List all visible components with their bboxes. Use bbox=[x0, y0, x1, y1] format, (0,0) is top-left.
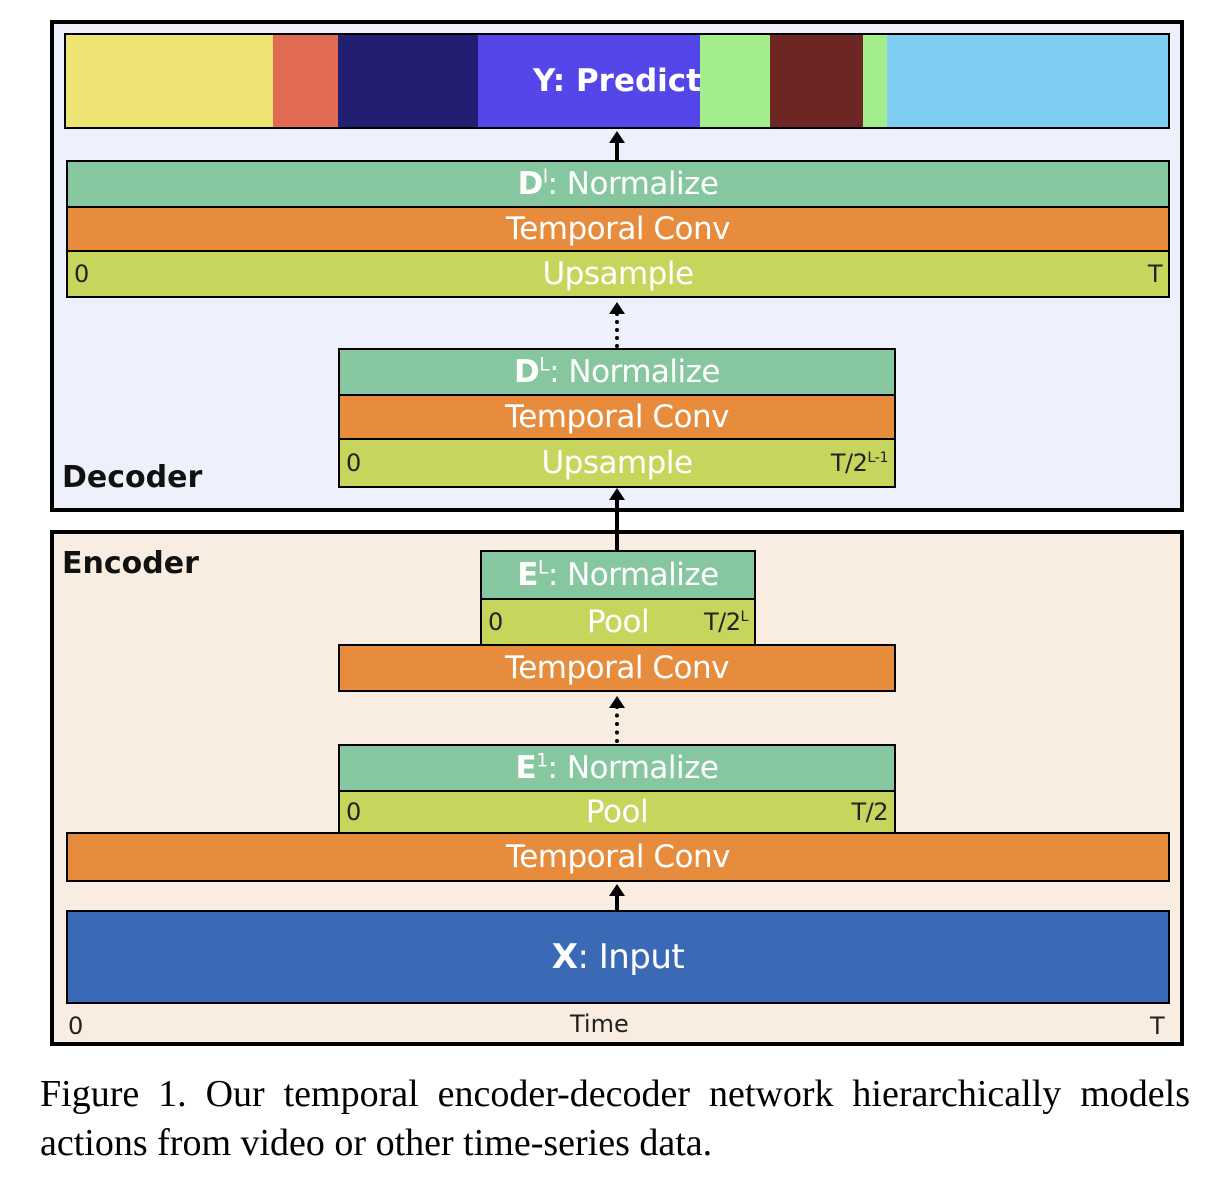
encoder-bottom-normalize: E1: Normalize bbox=[338, 744, 896, 792]
encoder-label: Encoder bbox=[62, 546, 199, 581]
arrow-head-e1-to-eL bbox=[609, 696, 625, 708]
decoder-top-temporal-conv: Temporal Conv bbox=[66, 206, 1170, 252]
encoder-bottom-pool: 0 Pool T/2 bbox=[338, 790, 896, 834]
time-axis-end: T bbox=[1150, 1012, 1165, 1040]
arrow-head-d1-to-predict bbox=[609, 131, 625, 143]
encoder-bottom-pool-label: Pool bbox=[585, 794, 649, 830]
prediction-segment bbox=[770, 35, 863, 127]
encoder-bottom-end: T/2 bbox=[851, 798, 888, 826]
encoder-bottom-start: 0 bbox=[346, 798, 361, 826]
arrow-d1-to-predict bbox=[615, 140, 619, 160]
dotted-arrow-dL-to-d1 bbox=[615, 312, 619, 348]
encoder-bottom-temporal-conv: Temporal Conv bbox=[66, 832, 1170, 882]
arrow-head-dL-to-d1 bbox=[609, 302, 625, 314]
encoder-top-pool: 0 Pool T/2L bbox=[480, 598, 756, 646]
decoder-bottom-upsample: 0 Upsample T/2L-1 bbox=[338, 438, 896, 488]
decoder-bottom-upsample-label: Upsample bbox=[541, 445, 693, 481]
input-block: X: Input bbox=[66, 910, 1170, 1004]
prediction-segment bbox=[862, 35, 887, 127]
arrow-head-eL-to-dL bbox=[609, 488, 625, 500]
prediction-segment bbox=[66, 35, 274, 127]
prediction-segment bbox=[699, 35, 771, 127]
decoder-top-start: 0 bbox=[74, 260, 89, 288]
prediction-label: Y: Predict bbox=[533, 63, 701, 99]
arrow-head-input-to-conv bbox=[609, 884, 625, 896]
encoder-top-temporal-conv: Temporal Conv bbox=[338, 644, 896, 692]
decoder-top-upsample-label: Upsample bbox=[542, 256, 694, 292]
time-axis-label: Time bbox=[570, 1010, 629, 1038]
prediction-segment bbox=[273, 35, 339, 127]
encoder-top-start: 0 bbox=[488, 608, 503, 636]
prediction-bar: Y: Predict bbox=[64, 33, 1170, 129]
prediction-segment bbox=[478, 35, 700, 127]
figure-caption: Figure 1. Our temporal encoder-decoder n… bbox=[40, 1073, 1190, 1164]
decoder-bottom-temporal-conv: Temporal Conv bbox=[338, 394, 896, 440]
prediction-segment bbox=[886, 35, 1168, 127]
encoder-top-normalize: EL: Normalize bbox=[480, 550, 756, 600]
decoder-label: Decoder bbox=[62, 460, 203, 495]
decoder-top-upsample: 0 Upsample T bbox=[66, 250, 1170, 298]
decoder-top-normalize: Dl: Normalize bbox=[66, 160, 1170, 208]
dotted-arrow-e1-to-eL bbox=[615, 705, 619, 743]
decoder-top-end: T bbox=[1147, 260, 1163, 288]
time-axis-start: 0 bbox=[68, 1012, 84, 1040]
decoder-bottom-normalize: DL: Normalize bbox=[338, 348, 896, 396]
arrow-eL-to-dL bbox=[615, 498, 619, 550]
prediction-segments bbox=[66, 35, 1168, 127]
decoder-bottom-end: T/2L-1 bbox=[830, 449, 889, 477]
prediction-segment bbox=[338, 35, 479, 127]
encoder-top-pool-label: Pool bbox=[586, 604, 650, 640]
decoder-bottom-start: 0 bbox=[346, 449, 361, 477]
arrow-input-to-conv bbox=[615, 892, 619, 910]
encoder-top-end: T/2L bbox=[703, 608, 749, 636]
